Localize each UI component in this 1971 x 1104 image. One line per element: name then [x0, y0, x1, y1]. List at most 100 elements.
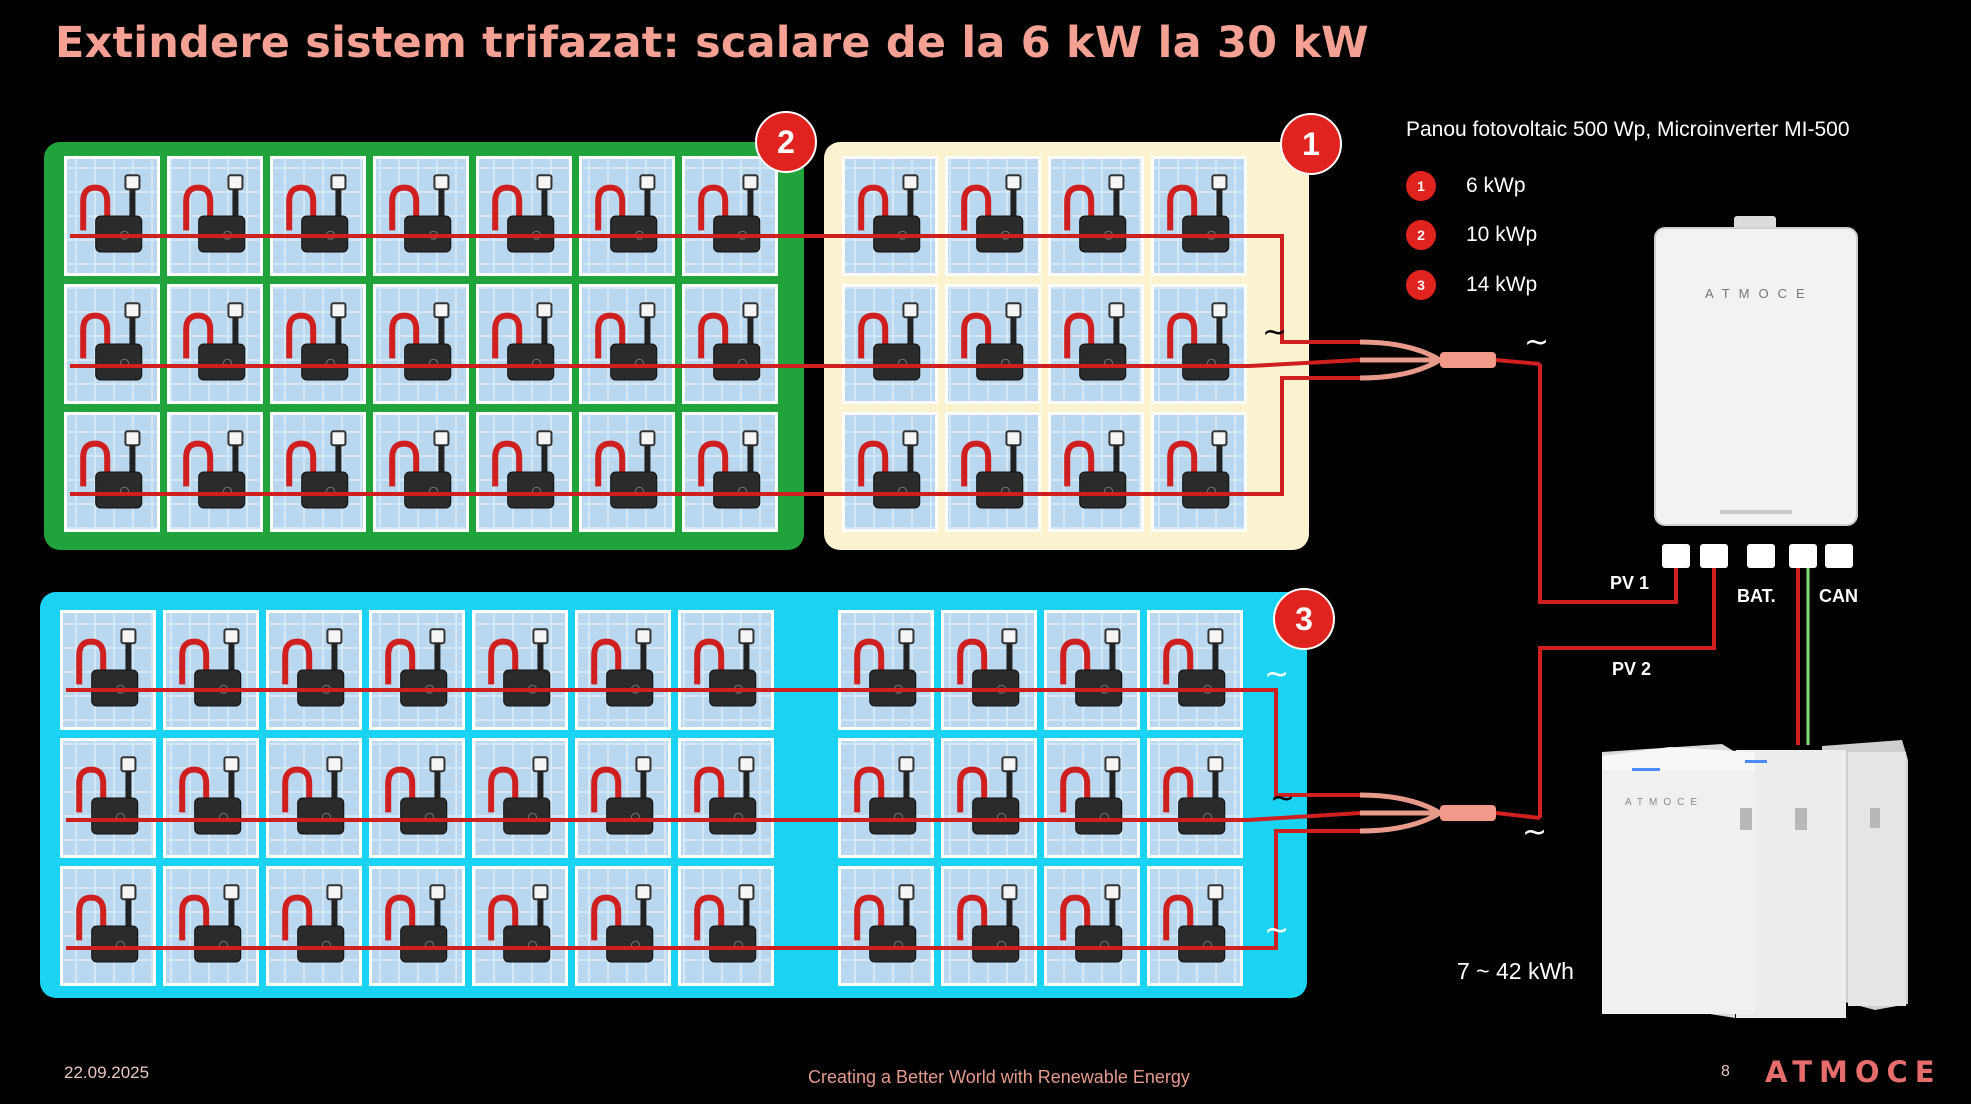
pv-panel-with-microinverter: [266, 738, 362, 858]
pv-panel-with-microinverter: [682, 284, 778, 404]
legend-label-3: 14 kWp: [1466, 273, 1538, 296]
atmoce-logo: ATMOCE: [1765, 1055, 1942, 1089]
pv-panel-with-microinverter: [575, 610, 671, 730]
pv2-line: [1538, 568, 1716, 818]
pv-panel-with-microinverter: [838, 738, 934, 858]
pv-panel-with-microinverter: [163, 610, 259, 730]
port-pv1: [1662, 544, 1690, 568]
port-aux: [1825, 544, 1853, 568]
pv-panel-with-microinverter: [1147, 610, 1243, 730]
legend-badge-1: 1: [1406, 171, 1436, 201]
footer-tagline: Creating a Better World with Renewable E…: [808, 1067, 1190, 1087]
port-pv2: [1700, 544, 1728, 568]
pv-panel-with-microinverter: [64, 412, 160, 532]
pv-panel-with-microinverter: [472, 738, 568, 858]
pv-panel-with-microinverter: [941, 610, 1037, 730]
ac-symbol: ~: [1264, 657, 1289, 692]
legend-item-3: 3 14 kWp: [1406, 270, 1537, 300]
pv-panel-with-microinverter: [579, 284, 675, 404]
pv-panel-with-microinverter: [373, 156, 469, 276]
port-label-pv2: PV 2: [1612, 659, 1652, 679]
pv-panel-with-microinverter: [167, 284, 263, 404]
footer-date: 22.09.2025: [64, 1063, 150, 1082]
pv-panel-with-microinverter: [842, 156, 938, 276]
pv-panel-with-microinverter: [476, 284, 572, 404]
port-label-pv1: PV 1: [1610, 573, 1650, 593]
pv-panel-with-microinverter: [1048, 412, 1144, 532]
pv-panel-with-microinverter: [1151, 412, 1247, 532]
pv-panel-with-microinverter: [945, 412, 1041, 532]
pv-panel-with-microinverter: [476, 412, 572, 532]
pv-panel-with-microinverter: [64, 284, 160, 404]
port-label-bat: BAT.: [1737, 586, 1776, 606]
pv-panel-with-microinverter: [678, 866, 774, 986]
pv1-line: [1538, 364, 1678, 604]
pv-panel-with-microinverter: [1151, 284, 1247, 404]
battery-stack: ATMOCE: [1602, 740, 1908, 1018]
pv-panel-with-microinverter: [838, 866, 934, 986]
pv-panel-with-microinverter: [60, 610, 156, 730]
pv-panel-with-microinverter: [270, 156, 366, 276]
svg-text:3: 3: [1295, 601, 1313, 637]
pv-panel-with-microinverter: [1048, 156, 1144, 276]
ac-symbol: ~: [1262, 315, 1287, 350]
hybrid-inverter: [1654, 216, 1858, 526]
pv-panel-with-microinverter: [60, 738, 156, 858]
pv-panel-with-microinverter: [1147, 738, 1243, 858]
pv-panel-with-microinverter: [476, 156, 572, 276]
pv-panel-with-microinverter: [167, 412, 263, 532]
pv-panel-with-microinverter: [678, 610, 774, 730]
pv-panel-with-microinverter: [1044, 866, 1140, 986]
pv-panel-with-microinverter: [373, 412, 469, 532]
pv-panel-with-microinverter: [60, 866, 156, 986]
legend-badge-3: 3: [1406, 270, 1436, 300]
port-bat: [1747, 544, 1775, 568]
ac-cabling: ~~~~~~: [66, 234, 1549, 950]
pv-panel-with-microinverter: [1151, 156, 1247, 276]
battery-capacity: 7 ~ 42 kWh: [1457, 958, 1574, 984]
pv-panel-with-microinverter: [1048, 284, 1144, 404]
ac-symbol: ~: [1270, 781, 1295, 816]
pv-panel-with-microinverter: [941, 738, 1037, 858]
pv-panel-with-microinverter: [266, 866, 362, 986]
pv-panel-with-microinverter: [1147, 866, 1243, 986]
legend-label-1: 6 kWp: [1466, 174, 1526, 197]
legend-label-2: 10 kWp: [1466, 223, 1538, 246]
pv-panel-with-microinverter: [266, 610, 362, 730]
pv-panel-with-microinverter: [369, 866, 465, 986]
page-number: 8: [1721, 1063, 1730, 1080]
pv-panel-with-microinverter: [682, 412, 778, 532]
pv-panel-with-microinverter: [945, 284, 1041, 404]
pv-panel-with-microinverter: [472, 866, 568, 986]
pv-panel-with-microinverter: [838, 610, 934, 730]
pv-panel-with-microinverter: [163, 738, 259, 858]
pv-panel-with-microinverter: [842, 412, 938, 532]
pv-panel-with-microinverter: [64, 156, 160, 276]
pv-panel-with-microinverter: [579, 412, 675, 532]
inverter-brand: ATMOCE: [1705, 286, 1814, 301]
pv-panel-with-microinverter: [369, 610, 465, 730]
pv-panel-with-microinverter: [575, 738, 671, 858]
svg-text:ATMOCE: ATMOCE: [1625, 797, 1703, 808]
pv-panel-with-microinverter: [369, 738, 465, 858]
port-can: [1789, 544, 1817, 568]
ac-symbol: ~: [1522, 815, 1547, 850]
pv-panel-with-microinverter: [682, 156, 778, 276]
group-1-badge: 1: [1280, 113, 1342, 175]
ac-symbol: ~: [1524, 325, 1549, 360]
pv-panel-with-microinverter: [678, 738, 774, 858]
port-label-can: CAN: [1819, 586, 1858, 606]
legend-title: Panou fotovoltaic 500 Wp, Microinverter …: [1406, 118, 1850, 141]
pv-panel-with-microinverter: [1044, 738, 1140, 858]
pv-panel-with-microinverter: [941, 866, 1037, 986]
pv-panel-with-microinverter: [373, 284, 469, 404]
legend-badge-2: 2: [1406, 220, 1436, 250]
pv-panel-with-microinverter: [945, 156, 1041, 276]
pv-panel-with-microinverter: [1044, 610, 1140, 730]
pv-panel-with-microinverter: [167, 156, 263, 276]
svg-text:1: 1: [1302, 126, 1320, 162]
svg-text:2: 2: [777, 124, 795, 160]
group-3-badge: 3: [1273, 588, 1335, 650]
pv-panel-with-microinverter: [472, 610, 568, 730]
